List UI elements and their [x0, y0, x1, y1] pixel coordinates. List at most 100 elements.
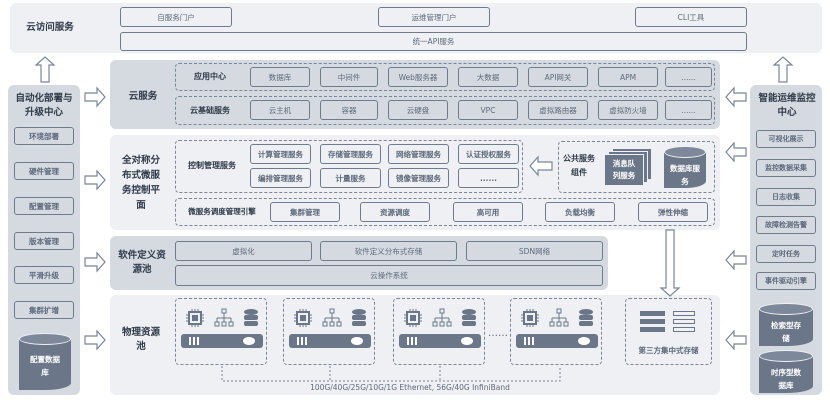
deploy-center-title: 自动化部署与升级中心 — [15, 93, 73, 118]
cpu-icon — [186, 309, 204, 327]
arrow-icon — [725, 141, 747, 163]
engine-item[interactable]: 负载均衡 — [545, 202, 615, 222]
app-service[interactable]: Web服务器 — [388, 67, 448, 87]
ops-item[interactable]: 事件驱动引擎 — [756, 272, 816, 290]
cloud-access-layer — [10, 3, 822, 53]
arrow-icon — [84, 169, 106, 191]
message-queue-label: 消息队列服务 — [604, 154, 644, 186]
ops-item[interactable]: 定时任务 — [756, 245, 816, 263]
common-components-label: 公共服务组件 — [563, 154, 595, 177]
sdn-network-box[interactable]: SDN网络 — [466, 241, 603, 261]
server-node[interactable] — [175, 298, 267, 365]
app-service[interactable]: 大数据 — [458, 67, 518, 87]
arrow-icon — [529, 155, 553, 177]
app-service[interactable]: 中间件 — [320, 67, 378, 87]
app-service[interactable]: APM — [598, 67, 658, 87]
ops-item[interactable]: 监控数据采集 — [756, 159, 816, 177]
distributed-storage-box[interactable]: 软件定义分布式存储 — [320, 241, 457, 261]
mgmt-service[interactable]: 网络管理服务 — [388, 144, 449, 164]
ops-item[interactable]: 日志收集 — [756, 188, 816, 206]
infra-service[interactable]: VPC — [458, 100, 518, 120]
storage-disk-icon — [673, 311, 695, 332]
cpu-icon — [294, 309, 312, 327]
cli-tool[interactable]: CLI工具 — [635, 7, 747, 27]
arrow-icon — [84, 86, 106, 108]
ops-portal[interactable]: 运维管理门户 — [378, 7, 490, 27]
control-mgmt-label: 控制管理服务 — [188, 161, 236, 170]
more-servers-ellipsis: …… — [488, 328, 508, 339]
common-components-group — [558, 141, 715, 193]
deploy-item[interactable]: 集群扩增 — [14, 301, 74, 319]
network-topology-icon — [214, 308, 234, 327]
infra-service[interactable]: 虚拟防火墙 — [598, 100, 658, 120]
deploy-item[interactable]: 平滑升级 — [14, 266, 74, 284]
deploy-item[interactable]: 配置管理 — [14, 197, 74, 215]
server-node[interactable] — [510, 298, 602, 365]
app-service[interactable]: ...... — [665, 67, 712, 87]
engine-item[interactable]: 高可用 — [453, 202, 523, 222]
mgmt-service[interactable]: 计算管理服务 — [250, 144, 311, 164]
engine-item[interactable]: 弹性伸缩 — [638, 202, 708, 222]
server-rack-icon — [181, 334, 263, 348]
scheduling-engine-label: 微服务调度管理引擎 — [188, 207, 256, 216]
deploy-item[interactable]: 环境部署 — [14, 127, 74, 145]
network-topology-icon — [432, 308, 452, 327]
timeseries-db-icon: 时序型数据库 — [759, 350, 813, 393]
engine-item[interactable]: 资源调度 — [360, 202, 430, 222]
server-node[interactable] — [283, 298, 375, 365]
database-service-label: 数据库服务 — [670, 164, 700, 186]
mgmt-service[interactable]: 计量服务 — [320, 168, 381, 188]
mgmt-service[interactable]: 存储管理服务 — [320, 144, 381, 164]
storage-icon — [244, 309, 258, 326]
network-spec-label: 100G/40G/25G/10G/1G Ethernet, 56G/40G In… — [310, 383, 510, 392]
infra-service[interactable]: ...... — [665, 100, 712, 120]
mgmt-service[interactable]: 镜像管理服务 — [388, 168, 449, 188]
infra-service[interactable]: 云主机 — [250, 100, 310, 120]
server-rack-icon — [289, 334, 371, 348]
third-party-storage[interactable] — [625, 298, 712, 365]
config-database-icon: 配置数据库 — [19, 333, 71, 390]
engine-item[interactable]: 集群管理 — [270, 202, 340, 222]
message-queue-icon: 消息队列服务 — [604, 148, 652, 188]
ops-item[interactable]: 可视化展示 — [756, 130, 816, 148]
mgmt-service[interactable]: 编排管理服务 — [250, 168, 311, 188]
app-service[interactable]: 数据库 — [250, 67, 310, 87]
third-party-storage-label: 第三方集中式存储 — [638, 346, 699, 355]
infra-services-label: 云基础服务 — [190, 106, 230, 115]
network-topology-icon — [549, 308, 569, 327]
storage-array-icon — [640, 311, 665, 332]
software-defined-layer — [110, 236, 608, 290]
server-node[interactable] — [393, 298, 485, 365]
infra-service[interactable]: 云硬盘 — [388, 100, 448, 120]
infra-service[interactable]: 容器 — [320, 100, 378, 120]
infra-services-group — [175, 96, 715, 125]
arrow-icon — [725, 249, 747, 271]
arrow-icon — [725, 329, 747, 351]
physical-title: 物理资源池 — [121, 327, 160, 352]
cloud-os-box[interactable]: 云操作系统 — [175, 265, 603, 286]
arrow-icon — [34, 56, 56, 83]
ops-center-title: 智能运维监控中心 — [758, 93, 816, 118]
unified-api-service[interactable]: 统一API服务 — [120, 32, 747, 51]
virtualization-box[interactable]: 虚拟化 — [175, 241, 312, 261]
software-defined-title: 软件定义资源池 — [118, 250, 166, 275]
config-database-label: 配置数据库 — [30, 355, 60, 377]
deploy-item[interactable]: 版本管理 — [14, 232, 74, 250]
cloud-access-title: 云访问服务 — [26, 22, 74, 33]
deploy-item[interactable]: 硬件管理 — [14, 162, 74, 180]
app-service[interactable]: API网关 — [528, 67, 588, 87]
self-service-portal[interactable]: 自服务门户 — [120, 7, 232, 27]
cloud-services-layer — [110, 60, 720, 129]
infra-service[interactable]: 虚拟路由器 — [528, 100, 588, 120]
control-plane-title: 全对称分布式微服务控制平面 — [121, 155, 160, 211]
mgmt-service[interactable]: 认证授权服务 — [458, 144, 519, 164]
server-rack-icon — [516, 334, 598, 348]
arrow-icon — [84, 251, 106, 273]
arrow-icon — [772, 56, 794, 83]
ops-item[interactable]: 故障检测告警 — [756, 216, 816, 234]
arrow-icon — [725, 86, 747, 108]
mgmt-service[interactable]: ...... — [458, 168, 519, 188]
server-rack-icon — [399, 334, 481, 348]
arrow-icon — [84, 329, 106, 351]
